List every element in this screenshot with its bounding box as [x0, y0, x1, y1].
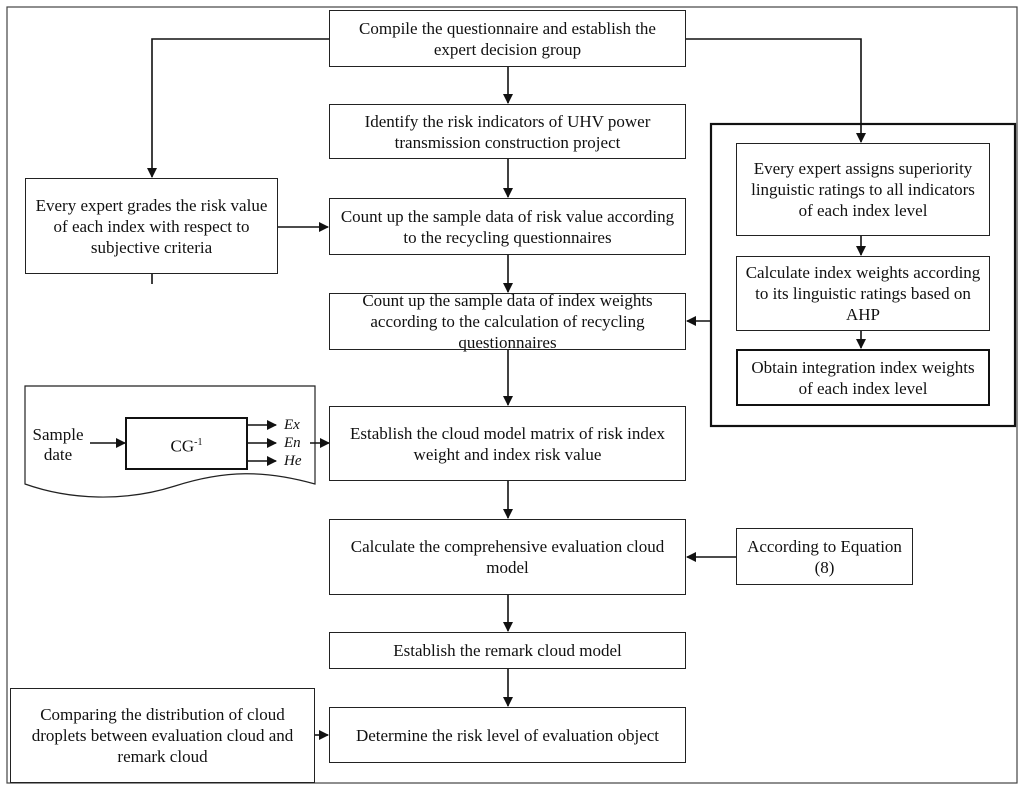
he-output-label: He [284, 453, 302, 469]
en-output-label: En [284, 435, 301, 451]
identify-text: Identify the risk indicators of UHV powe… [364, 111, 651, 152]
establish-matrix-box: Establish the cloud model matrix of risk… [329, 406, 686, 481]
assign-ratings-text: Every expert assigns superiority linguis… [751, 159, 975, 220]
determine-risk-box: Determine the risk level of evaluation o… [329, 707, 686, 763]
grade-text: Every expert grades the risk value of ea… [35, 195, 268, 257]
equation-box: According to Equation (8) [736, 528, 913, 585]
comprehensive-text: Calculate the comprehensive evaluation c… [350, 537, 665, 577]
assign-ratings-box: Every expert assigns superiority linguis… [736, 143, 990, 236]
count-risk-value-box: Count up the sample data of risk value a… [329, 198, 686, 255]
sample-label-line2: date [43, 445, 73, 464]
determine-risk-text: Determine the risk level of evaluation o… [355, 725, 660, 745]
cg-superscript: -1 [194, 437, 203, 448]
sample-label-line1: Sample [32, 425, 84, 444]
obtain-integration-box: Obtain integration index weights of each… [736, 349, 990, 406]
identify-indicators-box: Identify the risk indicators of UHV powe… [329, 104, 686, 159]
remark-cloud-box: Establish the remark cloud model [329, 632, 686, 669]
calc-index-weights-box: Calculate index weights according to its… [736, 256, 990, 331]
sample-input-label: Sample date [26, 425, 90, 465]
cg-label-text: CG [170, 436, 195, 456]
equation-text: According to Equation (8) [747, 536, 902, 577]
arrow-compile-to-assign [686, 38, 866, 143]
calc-weights-text: Calculate index weights according to its… [745, 263, 981, 324]
expert-grades-box: Every expert grades the risk value of ea… [25, 178, 278, 274]
remark-cloud-text: Establish the remark cloud model [393, 641, 622, 660]
establish-matrix-text: Establish the cloud model matrix of risk… [350, 423, 665, 464]
ex-output-label: Ex [284, 417, 300, 433]
comprehensive-evaluation-box: Calculate the comprehensive evaluation c… [329, 519, 686, 595]
count-risk-text: Count up the sample data of risk value a… [340, 206, 675, 247]
compile-questionnaire-box: Compile the questionnaire and establish … [329, 10, 686, 67]
count-index-weights-box: Count up the sample data of index weight… [329, 291, 686, 352]
ahp-group-frame [709, 122, 1017, 428]
comparing-distribution-box: Comparing the distribution of cloud drop… [10, 688, 315, 783]
comparing-text: Comparing the distribution of cloud drop… [31, 705, 294, 766]
compile-text: Compile the questionnaire and establish … [359, 18, 656, 59]
arrow-compile-to-grade [147, 38, 329, 178]
cg-label: CG-1 [126, 433, 247, 457]
outer-frame [6, 6, 1018, 784]
cg-block [125, 417, 248, 470]
count-weights-text: Count up the sample data of index weight… [362, 291, 653, 352]
obtain-integration-text: Obtain integration index weights of each… [751, 357, 975, 398]
